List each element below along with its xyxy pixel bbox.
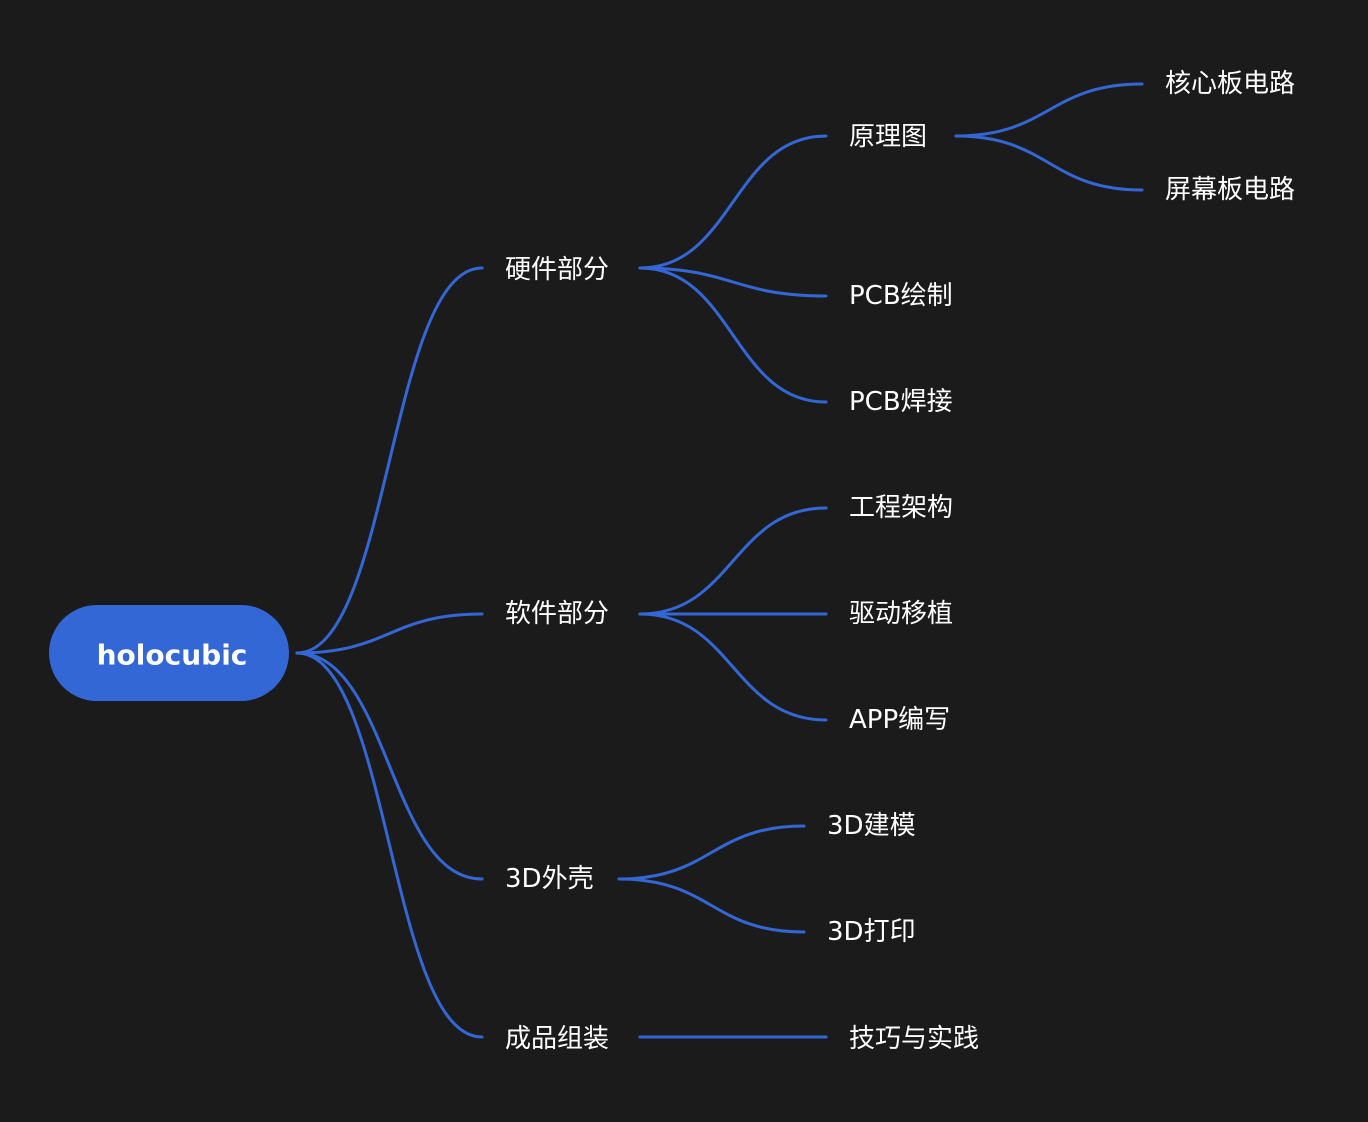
edge-schematic-core-board [954, 82, 1144, 138]
branch-3d-shell-label[interactable]: 3D外壳 [505, 864, 594, 894]
node-schematic-label[interactable]: 原理图 [849, 122, 927, 152]
edges-layer [295, 82, 1144, 1039]
edge-software-architecture [638, 506, 828, 616]
node-project-architecture-label[interactable]: 工程架构 [849, 493, 953, 523]
branch-software-label[interactable]: 软件部分 [505, 599, 609, 629]
edge-software-app [638, 612, 828, 722]
edge-schematic-screen-board [954, 134, 1144, 192]
node-app-writing-label[interactable]: APP编写 [849, 705, 950, 735]
node-core-board-circuit-label[interactable]: 核心板电路 [1165, 69, 1295, 99]
edge-hardware-schematic [638, 134, 828, 270]
node-pcb-soldering-label[interactable]: PCB焊接 [849, 387, 953, 417]
branch-assembly-label[interactable]: 成品组装 [505, 1024, 609, 1054]
root-node-pill[interactable] [49, 605, 289, 701]
edge-root-assembly [295, 651, 484, 1039]
node-pcb-drawing-label[interactable]: PCB绘制 [849, 281, 953, 311]
edge-root-3d-shell [295, 651, 484, 881]
edge-hardware-pcb-drawing [638, 266, 828, 298]
root-node-label: holocubic [97, 639, 248, 672]
edge-3d-shell-modeling [617, 824, 806, 881]
node-3d-modeling-label[interactable]: 3D建模 [827, 811, 916, 841]
node-driver-porting-label[interactable]: 驱动移植 [849, 599, 953, 629]
node-screen-board-circuit-label[interactable]: 屏幕板电路 [1165, 175, 1295, 205]
node-tips-practice-label[interactable]: 技巧与实践 [849, 1024, 979, 1054]
edge-3d-shell-printing [617, 877, 806, 934]
edge-root-hardware [295, 266, 484, 655]
edge-hardware-pcb-soldering [638, 266, 828, 404]
root-node[interactable]: holocubic [49, 605, 289, 701]
node-3d-printing-label[interactable]: 3D打印 [827, 917, 916, 947]
branch-hardware-label[interactable]: 硬件部分 [505, 255, 609, 285]
edge-root-software [295, 612, 484, 655]
